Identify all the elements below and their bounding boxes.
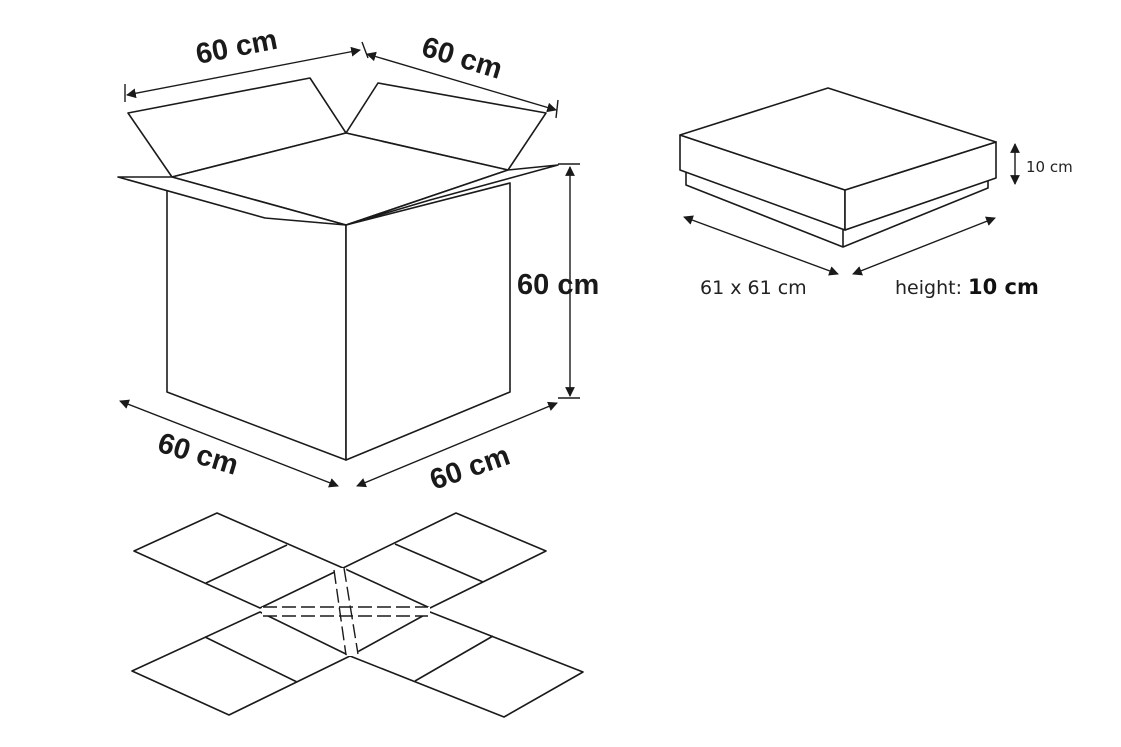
lid-box [679, 87, 997, 248]
box-right-face [345, 182, 511, 461]
box-left-face [166, 189, 347, 461]
lid-side-height-label: 10 cm [1026, 158, 1073, 176]
front-right-flap [345, 164, 559, 226]
box-dimension-arrows [119, 41, 580, 488]
lid-height-prefix: height: [895, 277, 968, 299]
top-right-dimension-label: 60 cm [418, 31, 506, 86]
lid-height-label: height: 10 cm [895, 275, 1039, 299]
lid-top [679, 87, 997, 191]
open-box [117, 77, 559, 461]
bottom-right-dimension-label: 60 cm [426, 440, 514, 497]
lid-size-label: 61 x 61 cm [700, 277, 807, 299]
height-dimension-label: 60 cm [517, 269, 599, 301]
flat-box-net [131, 512, 584, 718]
lid-dimension-arrows [683, 143, 1020, 276]
bottom-left-dimension-label: 60 cm [154, 427, 242, 482]
lid-height-value: 10 cm [968, 275, 1039, 299]
top-left-dimension-label: 60 cm [193, 24, 280, 71]
